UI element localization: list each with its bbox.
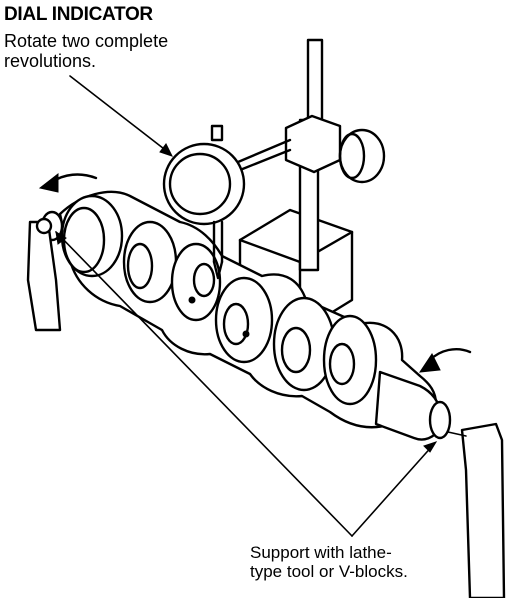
crank-pin-1 [192,262,216,298]
oil-hole-2 [242,330,250,338]
dial-indicator [162,124,246,280]
crank-journal-2 [222,302,250,346]
rotation-arrow-front-curve [50,173,98,184]
left-support [26,217,62,332]
rotation-arrow-rear-head [418,353,441,373]
support-instruction-line-1: Support with lathe- [250,543,392,562]
support-leader-right [351,443,435,537]
support-leader-right-arrowhead [423,441,438,453]
leader-lines [55,75,438,537]
dial-top-cap [210,124,224,142]
crank-web-1 [122,220,178,304]
dial-leader-line [69,75,169,153]
rotation-arrow-rear-curve [428,348,472,362]
stand-arm-bottom [238,148,292,172]
crank-rear-end [428,400,452,440]
support-instruction-line-2: type tool or V-blocks. [250,562,408,582]
crank-web-5 [322,314,378,406]
right-support-post [460,422,506,598]
crankshaft [40,190,452,441]
crank-journal-1 [126,242,154,290]
oil-hole-1 [188,296,196,304]
dial-indicator-label: DIAL INDICATOR [4,4,153,25]
rotation-instruction-line-2: revolutions. [4,51,97,72]
rotation-instruction-line-1: Rotate two complete [4,31,169,51]
right-support [447,422,506,598]
dial-outer-bezel [162,142,246,226]
stand-knob-face [338,132,366,180]
crank-web-2 [170,242,222,322]
crank-journal-3 [280,326,312,374]
stand-clamp [284,114,342,174]
rotation-arrow-rear [418,348,472,373]
rotation-instruction: Rotate two complete revolutions. [4,31,224,71]
crank-journal-4 [328,342,356,386]
left-support-center [35,217,53,235]
dial-leader-arrowhead [159,143,173,157]
rotation-arrow-front-head [38,172,59,193]
right-support-center [447,431,467,437]
stand-arm-top [236,138,292,164]
support-leader-left-arrowhead [55,231,67,245]
rotation-arrow-front [38,172,98,193]
dial-face [168,152,232,216]
support-instruction: Support with lathe- type tool or V-block… [250,543,490,581]
dial-plunger-tip [212,260,224,280]
support-leader-left [55,231,353,537]
